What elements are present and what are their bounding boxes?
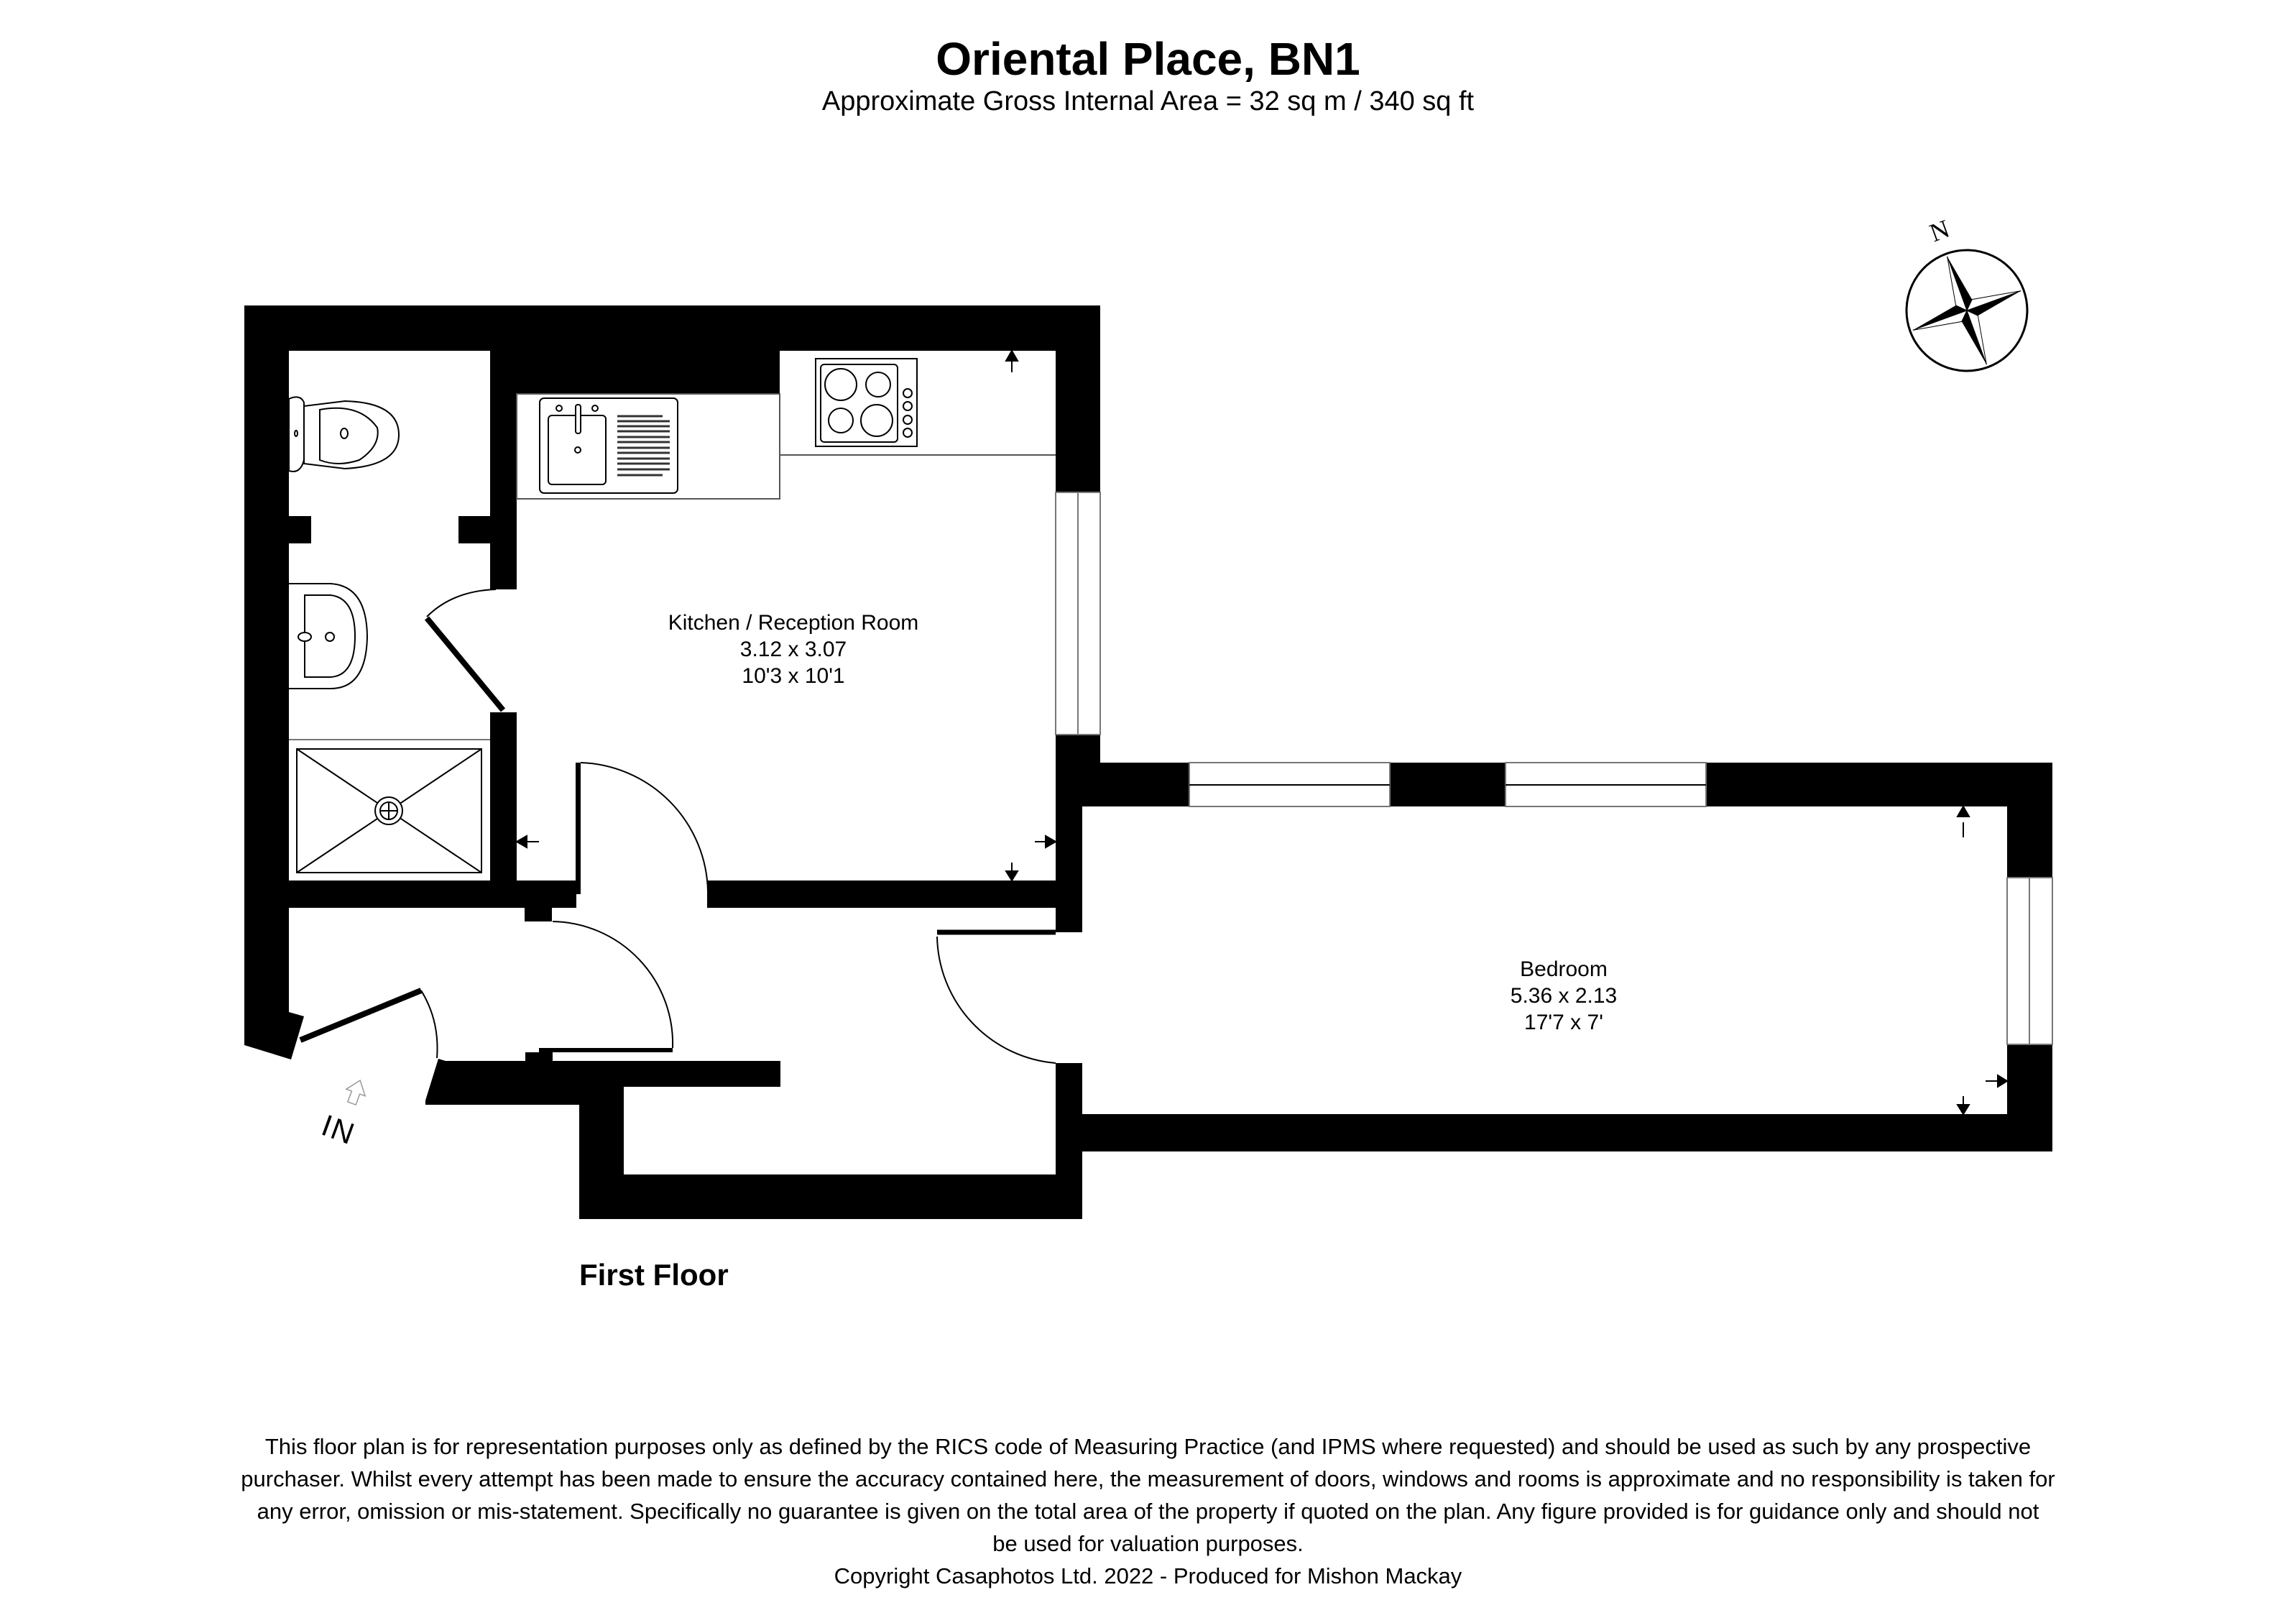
hob-icon — [779, 358, 1056, 499]
dimension-arrows — [515, 349, 2009, 1143]
floor-label: First Floor — [579, 1258, 729, 1292]
room-imperial-size: 10'3 x 10'1 — [742, 664, 845, 688]
entrance-arrow-icon — [345, 1079, 366, 1106]
disclaimer-line: be used for valuation purposes. — [992, 1531, 1304, 1556]
windows — [1055, 492, 2053, 1045]
sink-drainer-icon — [516, 393, 780, 500]
room-name: Kitchen / Reception Room — [668, 611, 919, 635]
walls — [244, 305, 2052, 1219]
disclaimer: This floor plan is for representation pu… — [129, 1430, 2167, 1592]
doors — [299, 589, 1056, 1064]
entrance-door-leaf — [299, 988, 423, 1043]
plan-title: Oriental Place, BN1 — [936, 33, 1360, 85]
room-kitchen-reception: Kitchen / Reception Room 3.12 x 3.07 10'… — [668, 610, 919, 689]
room-bedroom: Bedroom 5.36 x 2.13 17'7 x 7' — [1511, 956, 1617, 1036]
toilet-icon — [288, 396, 400, 472]
shower-tray-icon — [289, 739, 490, 873]
copyright: Copyright Casaphotos Ltd. 2022 - Produce… — [834, 1563, 1462, 1588]
disclaimer-line: purchaser. Whilst every attempt has been… — [241, 1466, 2055, 1491]
compass-rose-icon — [1905, 249, 2029, 372]
room-name: Bedroom — [1520, 957, 1608, 981]
room-imperial-size: 17'7 x 7' — [1524, 1011, 1603, 1034]
bathroom-door-leaf — [424, 616, 506, 712]
disclaimer-line: any error, omission or mis-statement. Sp… — [257, 1499, 2039, 1524]
basin-icon — [289, 583, 369, 689]
area-subtitle: Approximate Gross Internal Area = 32 sq … — [821, 86, 1475, 116]
room-metric-size: 3.12 x 3.07 — [739, 638, 847, 661]
disclaimer-line: This floor plan is for representation pu… — [264, 1434, 2032, 1459]
room-metric-size: 5.36 x 2.13 — [1510, 984, 1618, 1008]
